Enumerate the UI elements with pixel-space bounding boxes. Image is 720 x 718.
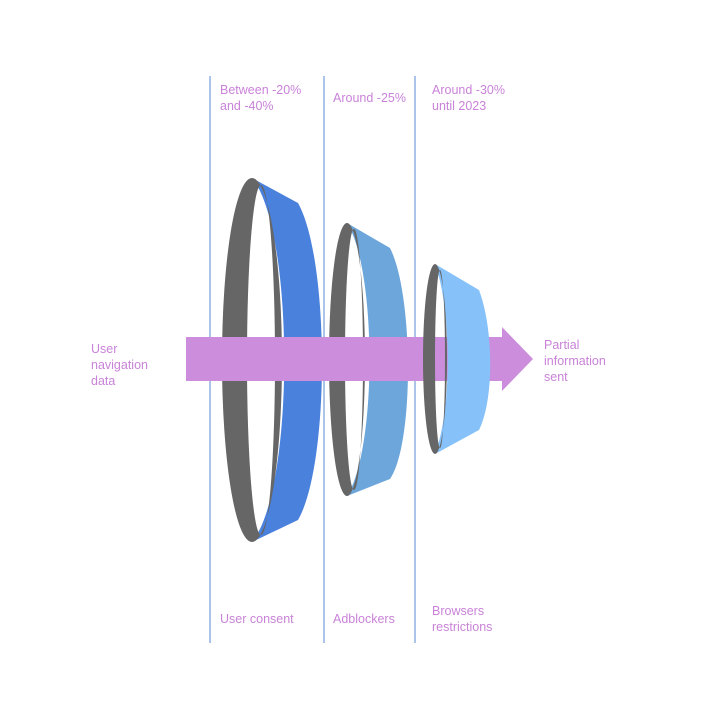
stage-bottom-label: Adblockers: [333, 612, 395, 626]
output-label: Partial information sent: [544, 338, 606, 384]
ring-inner-face: [422, 263, 448, 455]
stage-bottom-label: Browsers restrictions: [432, 604, 493, 634]
ring-outer-band: [435, 264, 491, 454]
ring-inner-face: [222, 178, 282, 542]
stage-top-label: Around -25%: [333, 91, 406, 105]
ring-inner-face: [329, 223, 365, 496]
filter-ring-browsers-restrictions: [422, 263, 491, 455]
stage-top-label: Between -20% and -40%: [220, 83, 302, 113]
stage-bottom-label: User consent: [220, 612, 294, 626]
input-label: User navigation data: [91, 342, 148, 388]
stage-top-label: Around -30% until 2023: [432, 83, 505, 113]
